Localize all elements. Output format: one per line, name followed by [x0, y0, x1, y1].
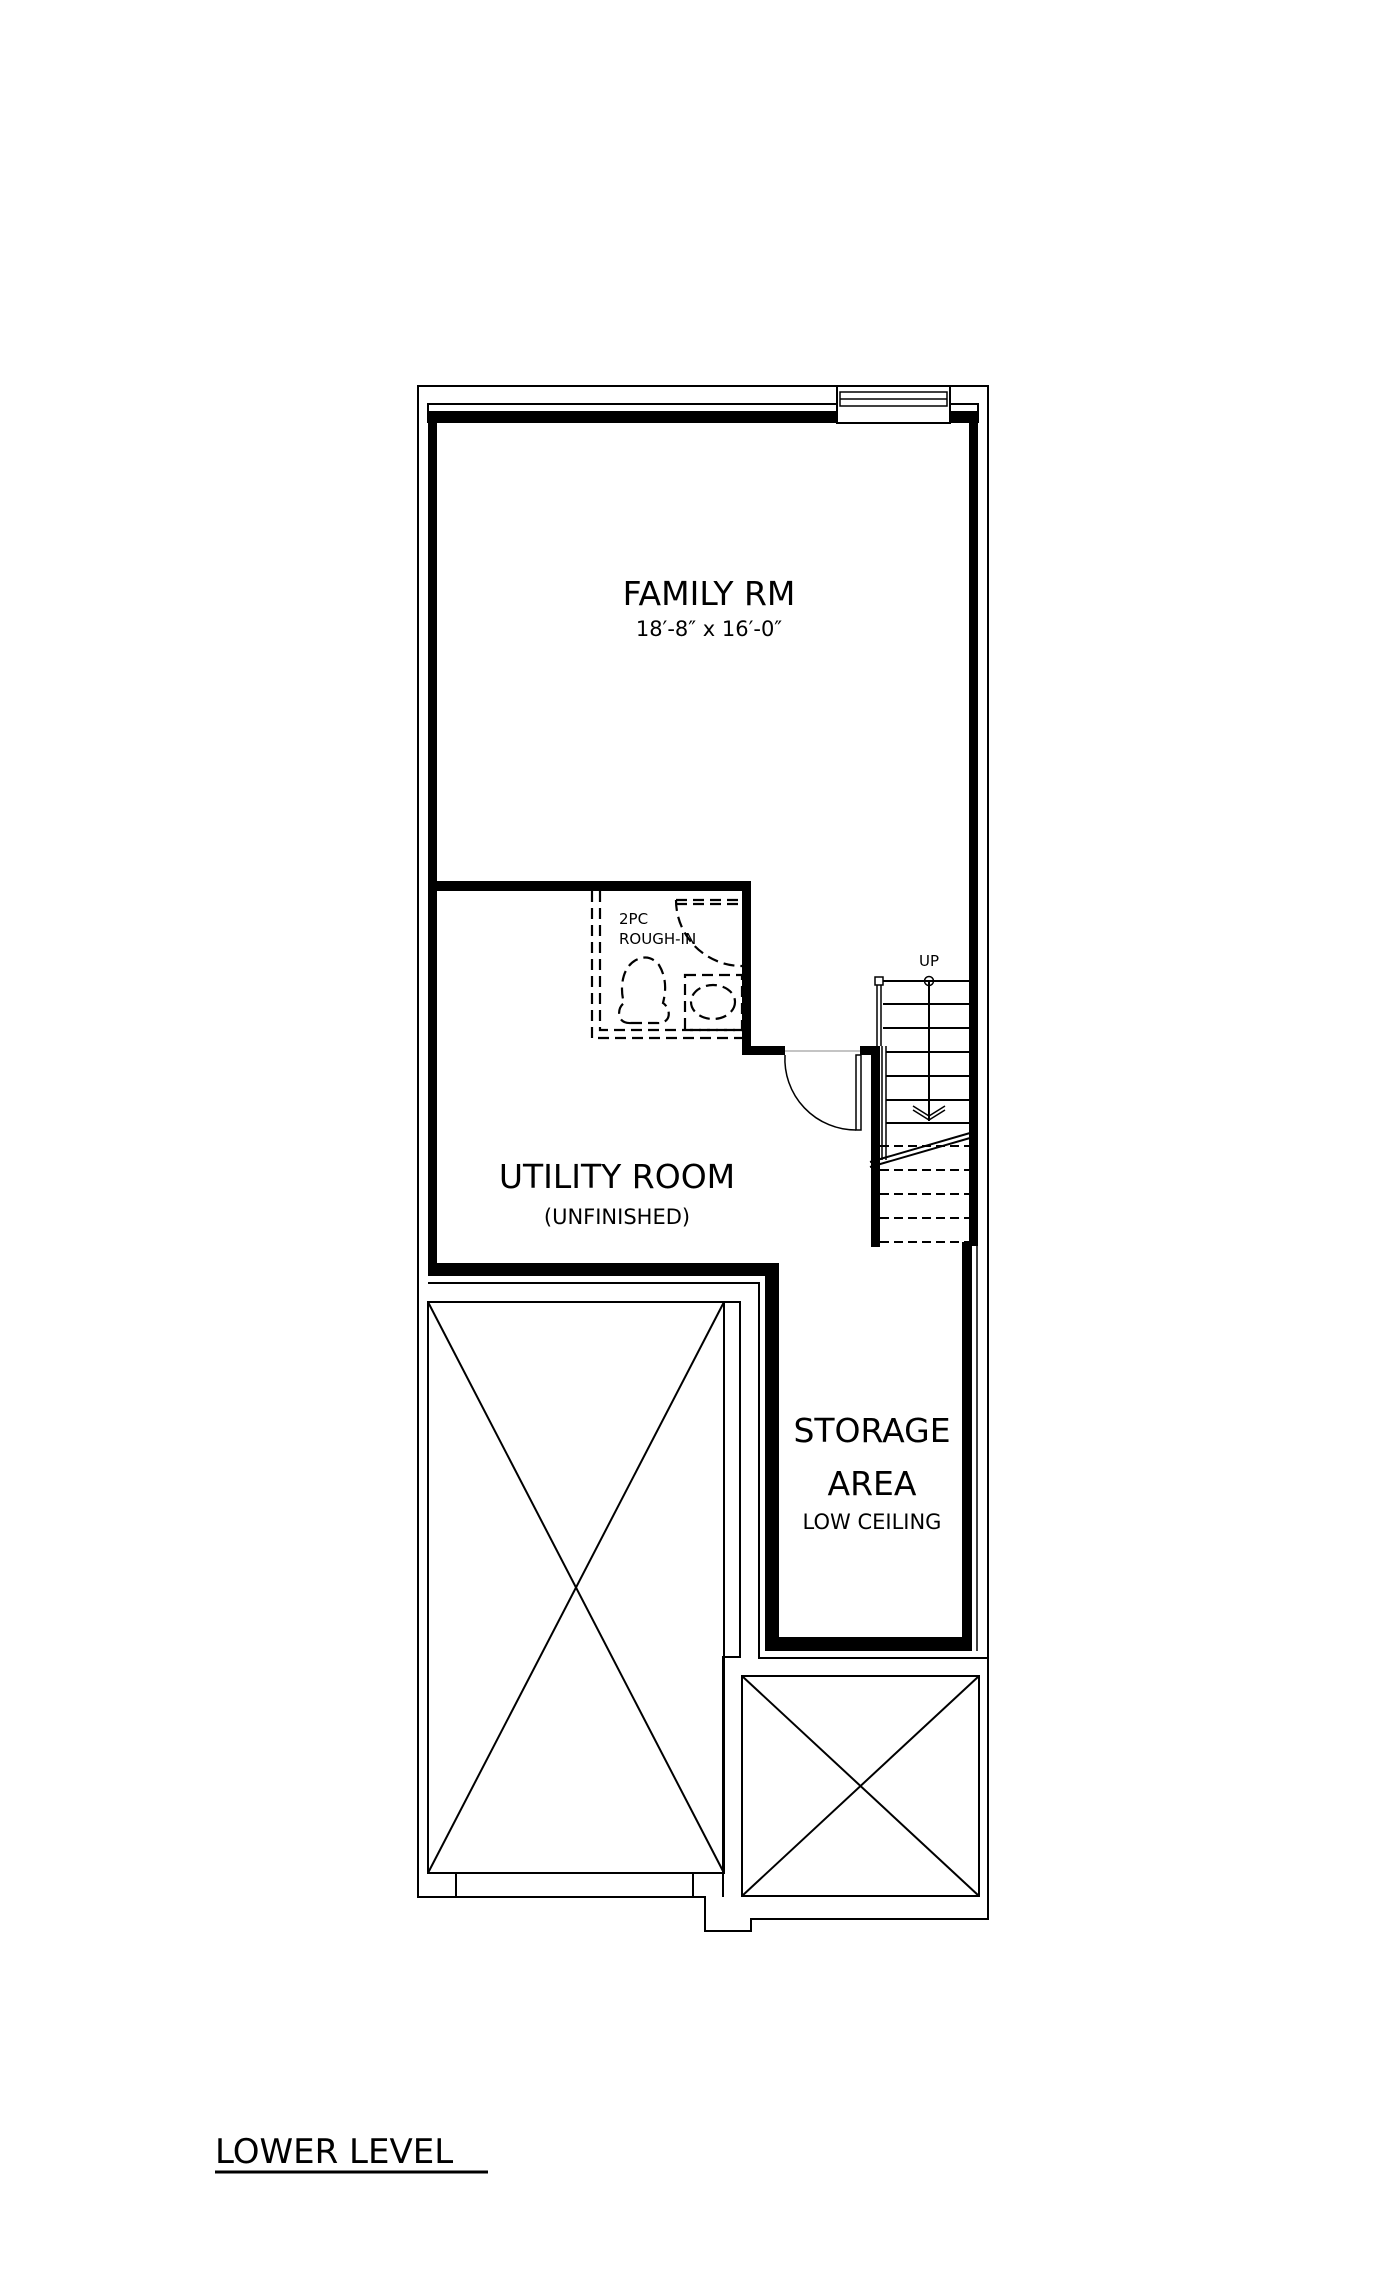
door-swing-arc: [784, 1054, 857, 1131]
stairs-up-label: UP: [919, 952, 939, 970]
family-room-walls: [428, 411, 978, 1651]
bath-label-line1: 2PC: [619, 910, 648, 928]
window-well: [836, 385, 951, 424]
newel-post: [874, 976, 884, 986]
arrow-origin-icon: [923, 975, 935, 987]
door-leaf: [855, 1054, 862, 1131]
family-room-dimensions: 18′-8″ x 16′-0″: [636, 617, 782, 641]
sink-outline: [683, 973, 744, 1032]
storage-area-name-line1: STORAGE: [793, 1411, 950, 1450]
utility-door[interactable]: [784, 1050, 862, 1131]
porch-open-area: [741, 1675, 980, 1897]
stair-treads: [880, 980, 969, 1243]
bath-door-frame: [676, 898, 742, 906]
storage-area-name-line2: AREA: [828, 1464, 917, 1503]
garage-open-area: [427, 1301, 741, 1897]
stair-break-line: [869, 1132, 971, 1168]
storage-area-note: LOW CEILING: [803, 1510, 942, 1534]
staircase: UP: [869, 952, 971, 1243]
sink-basin-icon: [689, 983, 737, 1021]
storage-outer-line: [428, 1282, 987, 1659]
family-room-name: FAMILY RM: [623, 574, 796, 613]
toilet-icon: [618, 956, 670, 1025]
utility-room-name: UTILITY ROOM: [499, 1157, 735, 1196]
utility-room-note: (UNFINISHED): [544, 1205, 690, 1229]
exterior-outline: [417, 385, 989, 1932]
level-title: LOWER LEVEL: [215, 2132, 453, 2172]
bath-rough-in: [590, 891, 744, 1040]
bath-door-swing: [674, 899, 743, 968]
bath-label-line2: ROUGH-IN: [619, 930, 696, 948]
arrow-head-icon: [912, 1105, 946, 1121]
